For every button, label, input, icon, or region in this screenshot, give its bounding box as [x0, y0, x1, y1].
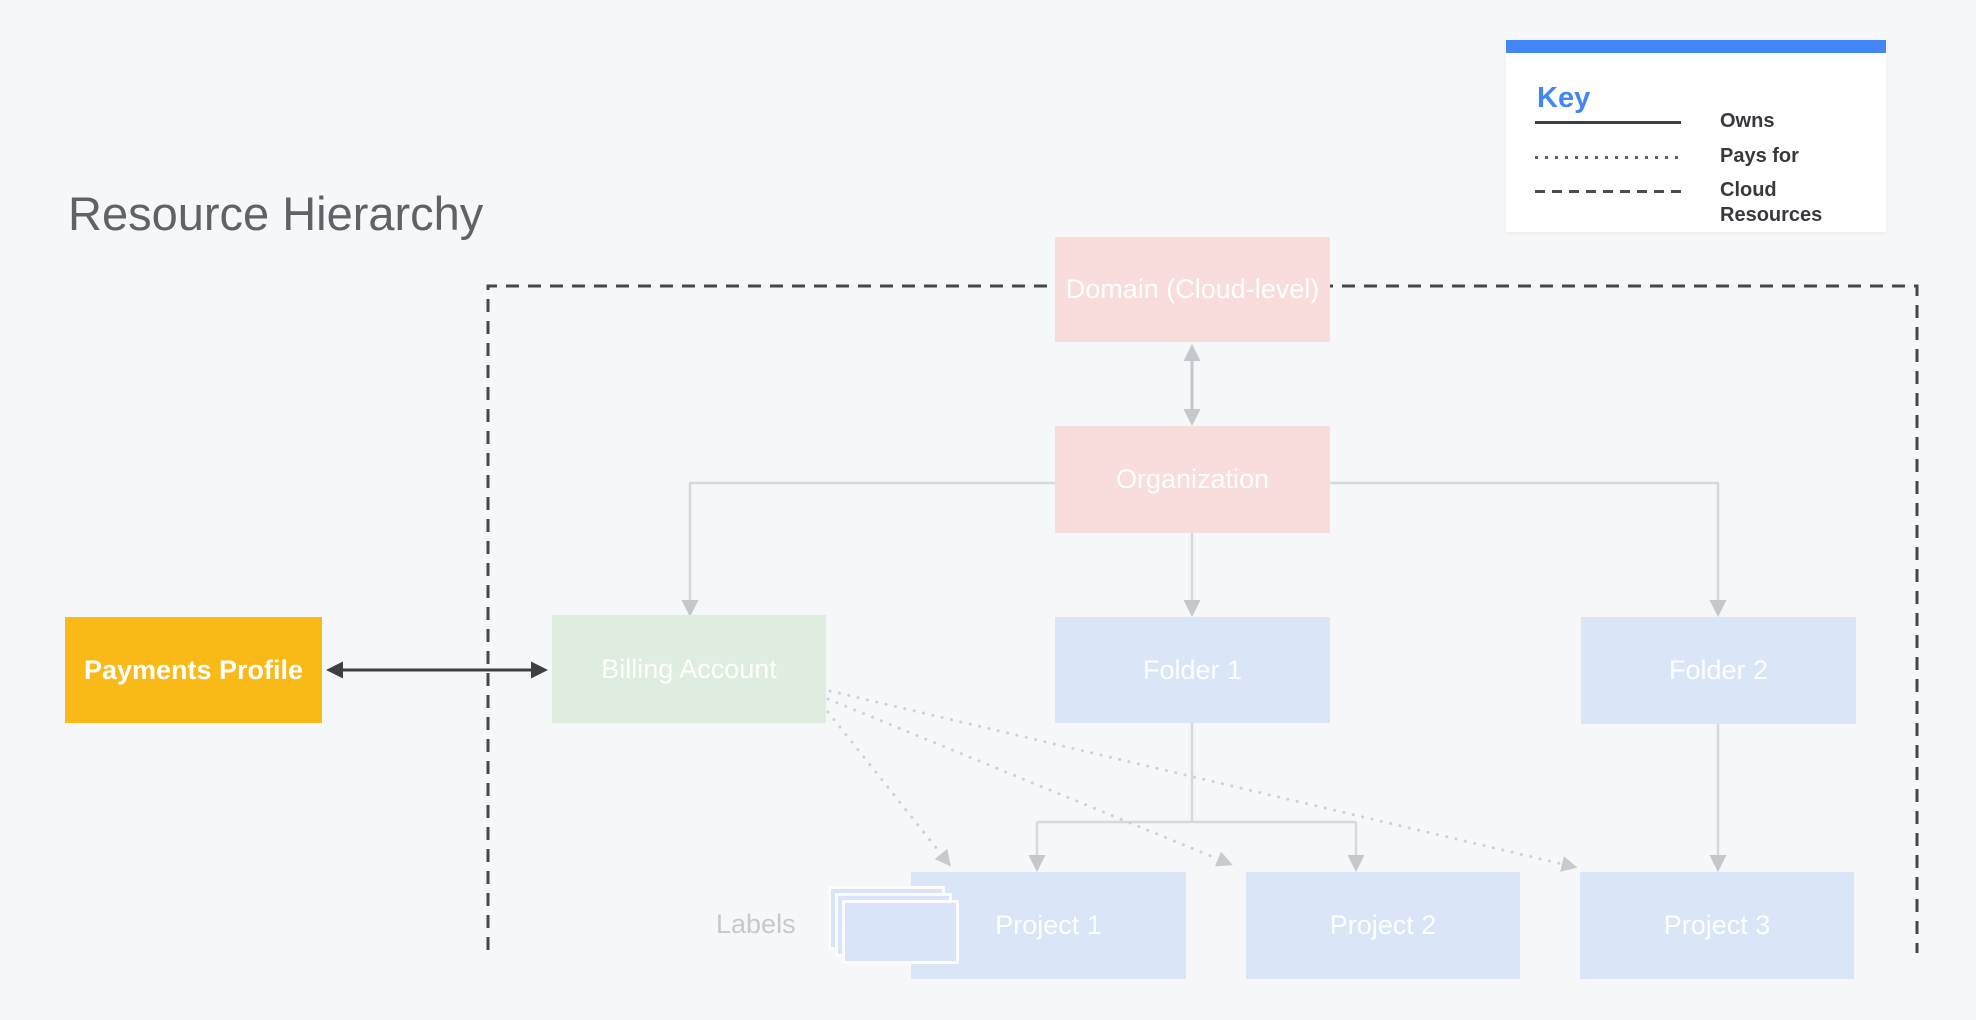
node-project-3: Project 3: [1580, 872, 1854, 979]
owns-line-org-billing: [681, 481, 1055, 617]
stacked-cards-icon: [828, 886, 962, 967]
node-billing-account: Billing Account: [552, 615, 826, 723]
owns-line-org-folder2: [1330, 481, 1727, 617]
labels-caption: Labels: [716, 909, 796, 939]
paysfor-line-billing-project3: [828, 689, 1578, 872]
legend-label-pays-for: Pays for: [1720, 145, 1799, 167]
legend-panel: Key Owns Pays for Cloud Resources: [1506, 40, 1886, 232]
paysfor-line-billing-project1: [826, 710, 951, 867]
stacked-card-front: [842, 900, 959, 964]
legend-label-owns: Owns: [1720, 110, 1775, 132]
node-organization: Organization: [1055, 426, 1330, 533]
node-project-2: Project 2: [1246, 872, 1520, 979]
paysfor-line-billing-project2: [826, 697, 1233, 867]
legend-sample-solid-line: [1535, 121, 1681, 124]
legend-sample-dashed-line: [1535, 190, 1681, 193]
node-folder-2: Folder 2: [1581, 617, 1856, 724]
legend-accent-bar: [1506, 40, 1886, 53]
node-folder-1: Folder 1: [1055, 617, 1330, 723]
page-title: Resource Hierarchy: [68, 187, 484, 240]
cloud-resources-boundary: [486, 284, 1919, 953]
owns-branch-folder1: [1037, 723, 1356, 824]
legend-title: Key: [1537, 82, 1591, 114]
node-domain: Domain (Cloud-level): [1055, 237, 1330, 342]
legend-sample-dotted-line: [1535, 156, 1681, 159]
node-payments-profile: Payments Profile: [65, 617, 322, 723]
legend-label-cloud-resources: Cloud Resources: [1720, 179, 1823, 226]
